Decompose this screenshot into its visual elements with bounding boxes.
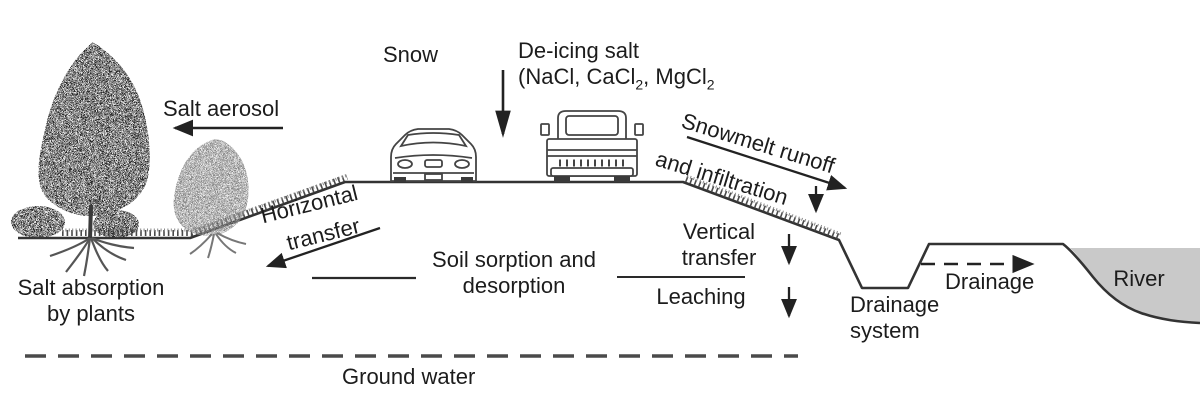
terrain-outline xyxy=(18,180,1200,325)
salt-absorption-line2: by plants xyxy=(46,301,136,326)
river-shape xyxy=(1070,248,1200,323)
label-ground-water: Ground water xyxy=(342,364,476,389)
label-vertical-transfer: Vertical transfer xyxy=(656,219,782,271)
soil-line2: desorption xyxy=(462,273,566,298)
tree-icon xyxy=(38,42,150,277)
salt-absorption-line1: Salt absorption xyxy=(17,275,165,300)
car-icon xyxy=(390,128,477,182)
label-leaching: Leaching xyxy=(656,284,746,309)
deicing-formula: (NaCl, CaCl2, MgCl2 xyxy=(518,64,715,93)
truck-icon xyxy=(540,110,644,182)
soil-line1: Soil sorption and xyxy=(432,247,596,272)
transfer-leaching-divider xyxy=(617,276,745,278)
vertical-line2: transfer xyxy=(681,245,757,270)
vertical-line1: Vertical xyxy=(682,219,756,244)
label-snow: Snow xyxy=(383,42,439,67)
snowmelt-runoff-arrow xyxy=(686,135,848,191)
bush-icon xyxy=(11,206,139,238)
label-drainage-system: Drainage system xyxy=(850,292,939,344)
salt-stipple-right xyxy=(684,174,842,240)
horizontal-transfer-arrow xyxy=(265,226,381,269)
drainage-system-line2: system xyxy=(850,318,920,343)
label-river: River xyxy=(1113,266,1165,291)
tree-roots xyxy=(49,236,135,277)
label-drainage-flow: Drainage xyxy=(945,269,1035,294)
salt-stipple-left xyxy=(62,173,349,236)
label-salt-aerosol: Salt aerosol xyxy=(163,96,280,121)
drainage-system-line1: Drainage xyxy=(850,292,940,317)
label-salt-absorption: Salt absorption by plants xyxy=(5,275,177,327)
deicing-title: De-icing salt xyxy=(518,38,640,63)
label-deicing-salt: De-icing salt (NaCl, CaCl2, MgCl2 xyxy=(518,38,715,93)
label-soil-sorption: Soil sorption and desorption xyxy=(410,247,618,299)
shrub-icon xyxy=(173,139,249,259)
